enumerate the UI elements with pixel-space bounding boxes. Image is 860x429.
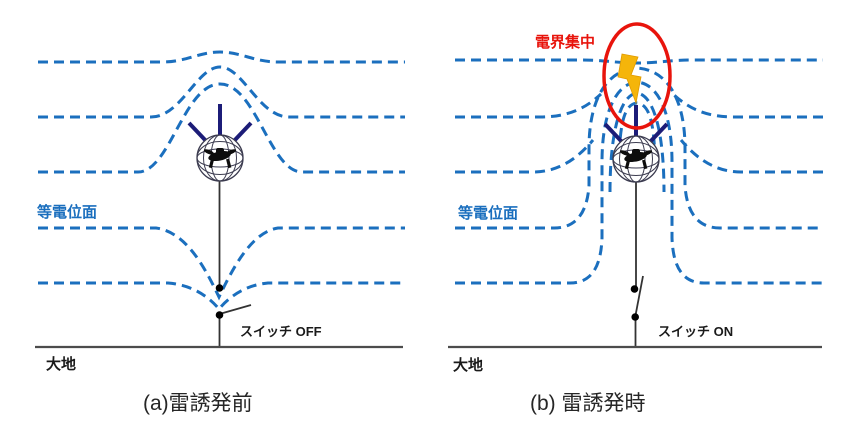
caption-before: (a)雷誘発前 (143, 392, 253, 415)
equipotential-lines-right (455, 58, 823, 285)
switch-contact-lower (631, 313, 639, 321)
switch-contact-upper (215, 284, 224, 292)
equipotential-line (455, 139, 595, 174)
equipotential-line (455, 58, 823, 65)
switch-contact-lower (215, 311, 224, 319)
panel-during: 電界集中 等電位面 スイッチ ON 大地 (b) 雷誘発時 (448, 22, 823, 415)
equipotential-line (38, 65, 405, 119)
ground-wire-right (634, 182, 644, 347)
ground-label-right: 大地 (453, 356, 483, 374)
equipotential-lines-left (38, 50, 405, 312)
equipotential-line (455, 80, 823, 285)
switch-arm-open (219, 304, 252, 315)
equipotential-line (38, 281, 405, 312)
lightning-bolt-icon (617, 53, 642, 105)
ground-wire-left (218, 181, 252, 347)
caption-during: (b) 雷誘発時 (530, 392, 646, 415)
equipotential-line (679, 139, 823, 174)
field-concentration-ellipse (602, 22, 672, 130)
field-concentration-label: 電界集中 (535, 33, 595, 51)
equipotential-line (455, 92, 603, 119)
equipotential-line (38, 226, 405, 301)
ground-label-left: 大地 (46, 355, 76, 373)
switch-off-label: スイッチ OFF (240, 324, 322, 339)
equipotential-label-left: 等電位面 (37, 203, 97, 221)
equipotential-line (38, 82, 405, 174)
equipotential-line (671, 92, 823, 119)
equipotential-line (617, 101, 657, 171)
switch-on-label: スイッチ ON (658, 324, 733, 339)
equipotential-label-right: 等電位面 (458, 204, 518, 222)
panel-before: 等電位面 スイッチ OFF 大地 (a)雷誘発前 (35, 50, 405, 415)
equipotential-line (608, 91, 666, 193)
drone-in-cage (187, 102, 253, 183)
switch-contact-upper (630, 285, 639, 293)
equipotential-line (38, 50, 405, 64)
switch-arm-closed (634, 275, 644, 319)
